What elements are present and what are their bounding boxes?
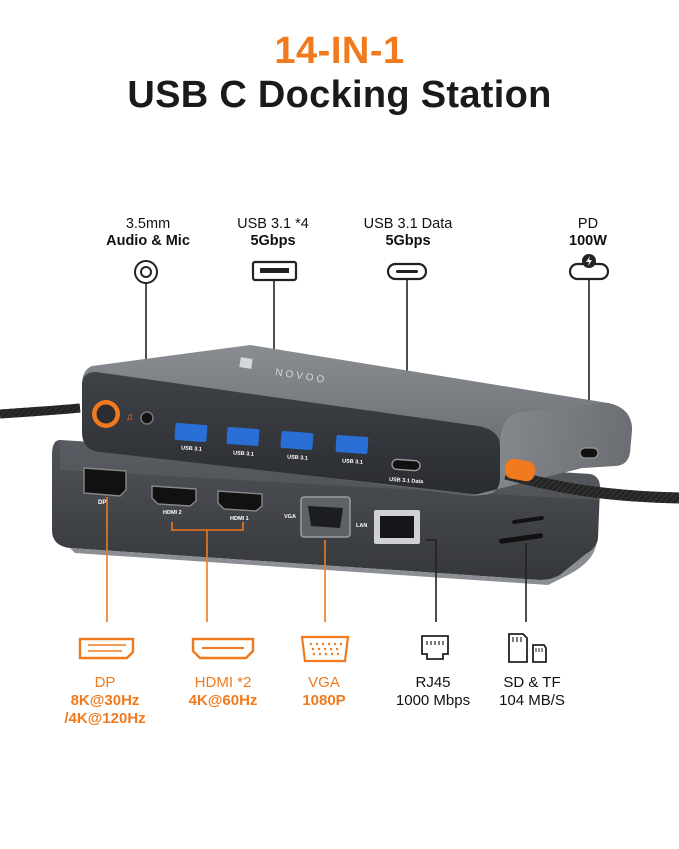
- audio-port-group: ♫: [92, 400, 154, 428]
- vga-port: [300, 496, 351, 538]
- ethernet-icon: [421, 635, 449, 660]
- card-slots: [499, 516, 544, 544]
- label-sd-spec: 104 MB/S: [499, 692, 565, 709]
- usb-c-data-port: [391, 458, 421, 472]
- label-vga-spec: 1080P: [302, 692, 346, 709]
- label-pd: PD 100W: [548, 216, 628, 250]
- hdmi-ports: [151, 485, 263, 512]
- bottom-leader-lines-orange: [106, 497, 326, 622]
- vga-icon: [300, 635, 350, 663]
- hdmi2-port-label: HDMI 2: [163, 510, 182, 516]
- headline-product: USB C Docking Station: [127, 74, 552, 116]
- usbc-port-label: USB 3.1 Data: [389, 477, 425, 485]
- usb-port-label-1: USB 3.1: [181, 445, 202, 452]
- usb-c-pd-port: [579, 447, 599, 459]
- label-rj45: RJ45 1000 Mbps: [378, 674, 488, 710]
- bottom-leader-lines-dark: [426, 539, 527, 622]
- label-usb-a-speed: 5Gbps: [250, 233, 296, 249]
- headline-count: 14-IN-1: [274, 30, 405, 72]
- usb-port-label-2: USB 3.1: [233, 450, 254, 457]
- sd-card-icon: [508, 633, 547, 663]
- displayport-icon: [78, 637, 135, 660]
- vga-port-label: VGA: [284, 514, 296, 520]
- hdmi-icon: [191, 637, 255, 660]
- label-sd-name: SD & TF: [503, 674, 561, 691]
- label-hdmi-spec: 4K@60Hz: [188, 692, 258, 709]
- label-audio-name: Audio & Mic: [106, 233, 190, 249]
- label-dp-name: DP: [94, 674, 116, 691]
- pd-charge-icon: [568, 254, 610, 281]
- usb-port-label-3: USB 3.1: [287, 454, 308, 461]
- usb-port-label-4: USB 3.1: [342, 458, 363, 465]
- svg-text:♫: ♫: [126, 412, 134, 423]
- hdmi1-port-label: HDMI 1: [230, 516, 249, 522]
- displayport-port: [83, 467, 127, 497]
- label-dp-spec1: 8K@30Hz: [70, 692, 140, 709]
- label-usb-a: USB 3.1 *4 5Gbps: [218, 216, 328, 250]
- label-vga: VGA 1080P: [284, 674, 364, 710]
- audio-jack-icon: [134, 260, 158, 284]
- brand-logo-mark: [239, 357, 253, 369]
- label-usb-c: USB 3.1 Data 5Gbps: [348, 216, 468, 250]
- cable-orange-clip: [504, 458, 536, 482]
- ethernet-port: [374, 510, 420, 544]
- label-audio: 3.5mm Audio & Mic: [88, 216, 208, 250]
- label-vga-name: VGA: [308, 674, 340, 691]
- label-usb-c-name: USB 3.1 Data: [363, 216, 453, 232]
- label-hdmi-name: HDMI *2: [194, 674, 252, 691]
- usb-a-icon: [251, 260, 298, 282]
- dp-port-label: DP: [98, 500, 106, 506]
- label-rj45-spec: 1000 Mbps: [395, 692, 471, 709]
- label-dp-spec2: /4K@120Hz: [64, 710, 146, 727]
- usb-c-icon: [386, 262, 428, 281]
- label-rj45-name: RJ45: [415, 674, 451, 691]
- label-pd-power: 100W: [569, 233, 607, 249]
- lan-port-label: LAN: [356, 523, 367, 529]
- usb-a-ports: [174, 423, 369, 454]
- label-usb-c-speed: 5Gbps: [385, 233, 431, 249]
- label-pd-name: PD: [577, 216, 599, 232]
- label-dp: DP 8K@30Hz /4K@120Hz: [45, 674, 165, 728]
- label-sd: SD & TF 104 MB/S: [484, 674, 580, 710]
- label-hdmi: HDMI *2 4K@60Hz: [168, 674, 278, 710]
- label-audio-spec: 3.5mm: [125, 216, 171, 232]
- label-usb-a-name: USB 3.1 *4: [237, 216, 309, 232]
